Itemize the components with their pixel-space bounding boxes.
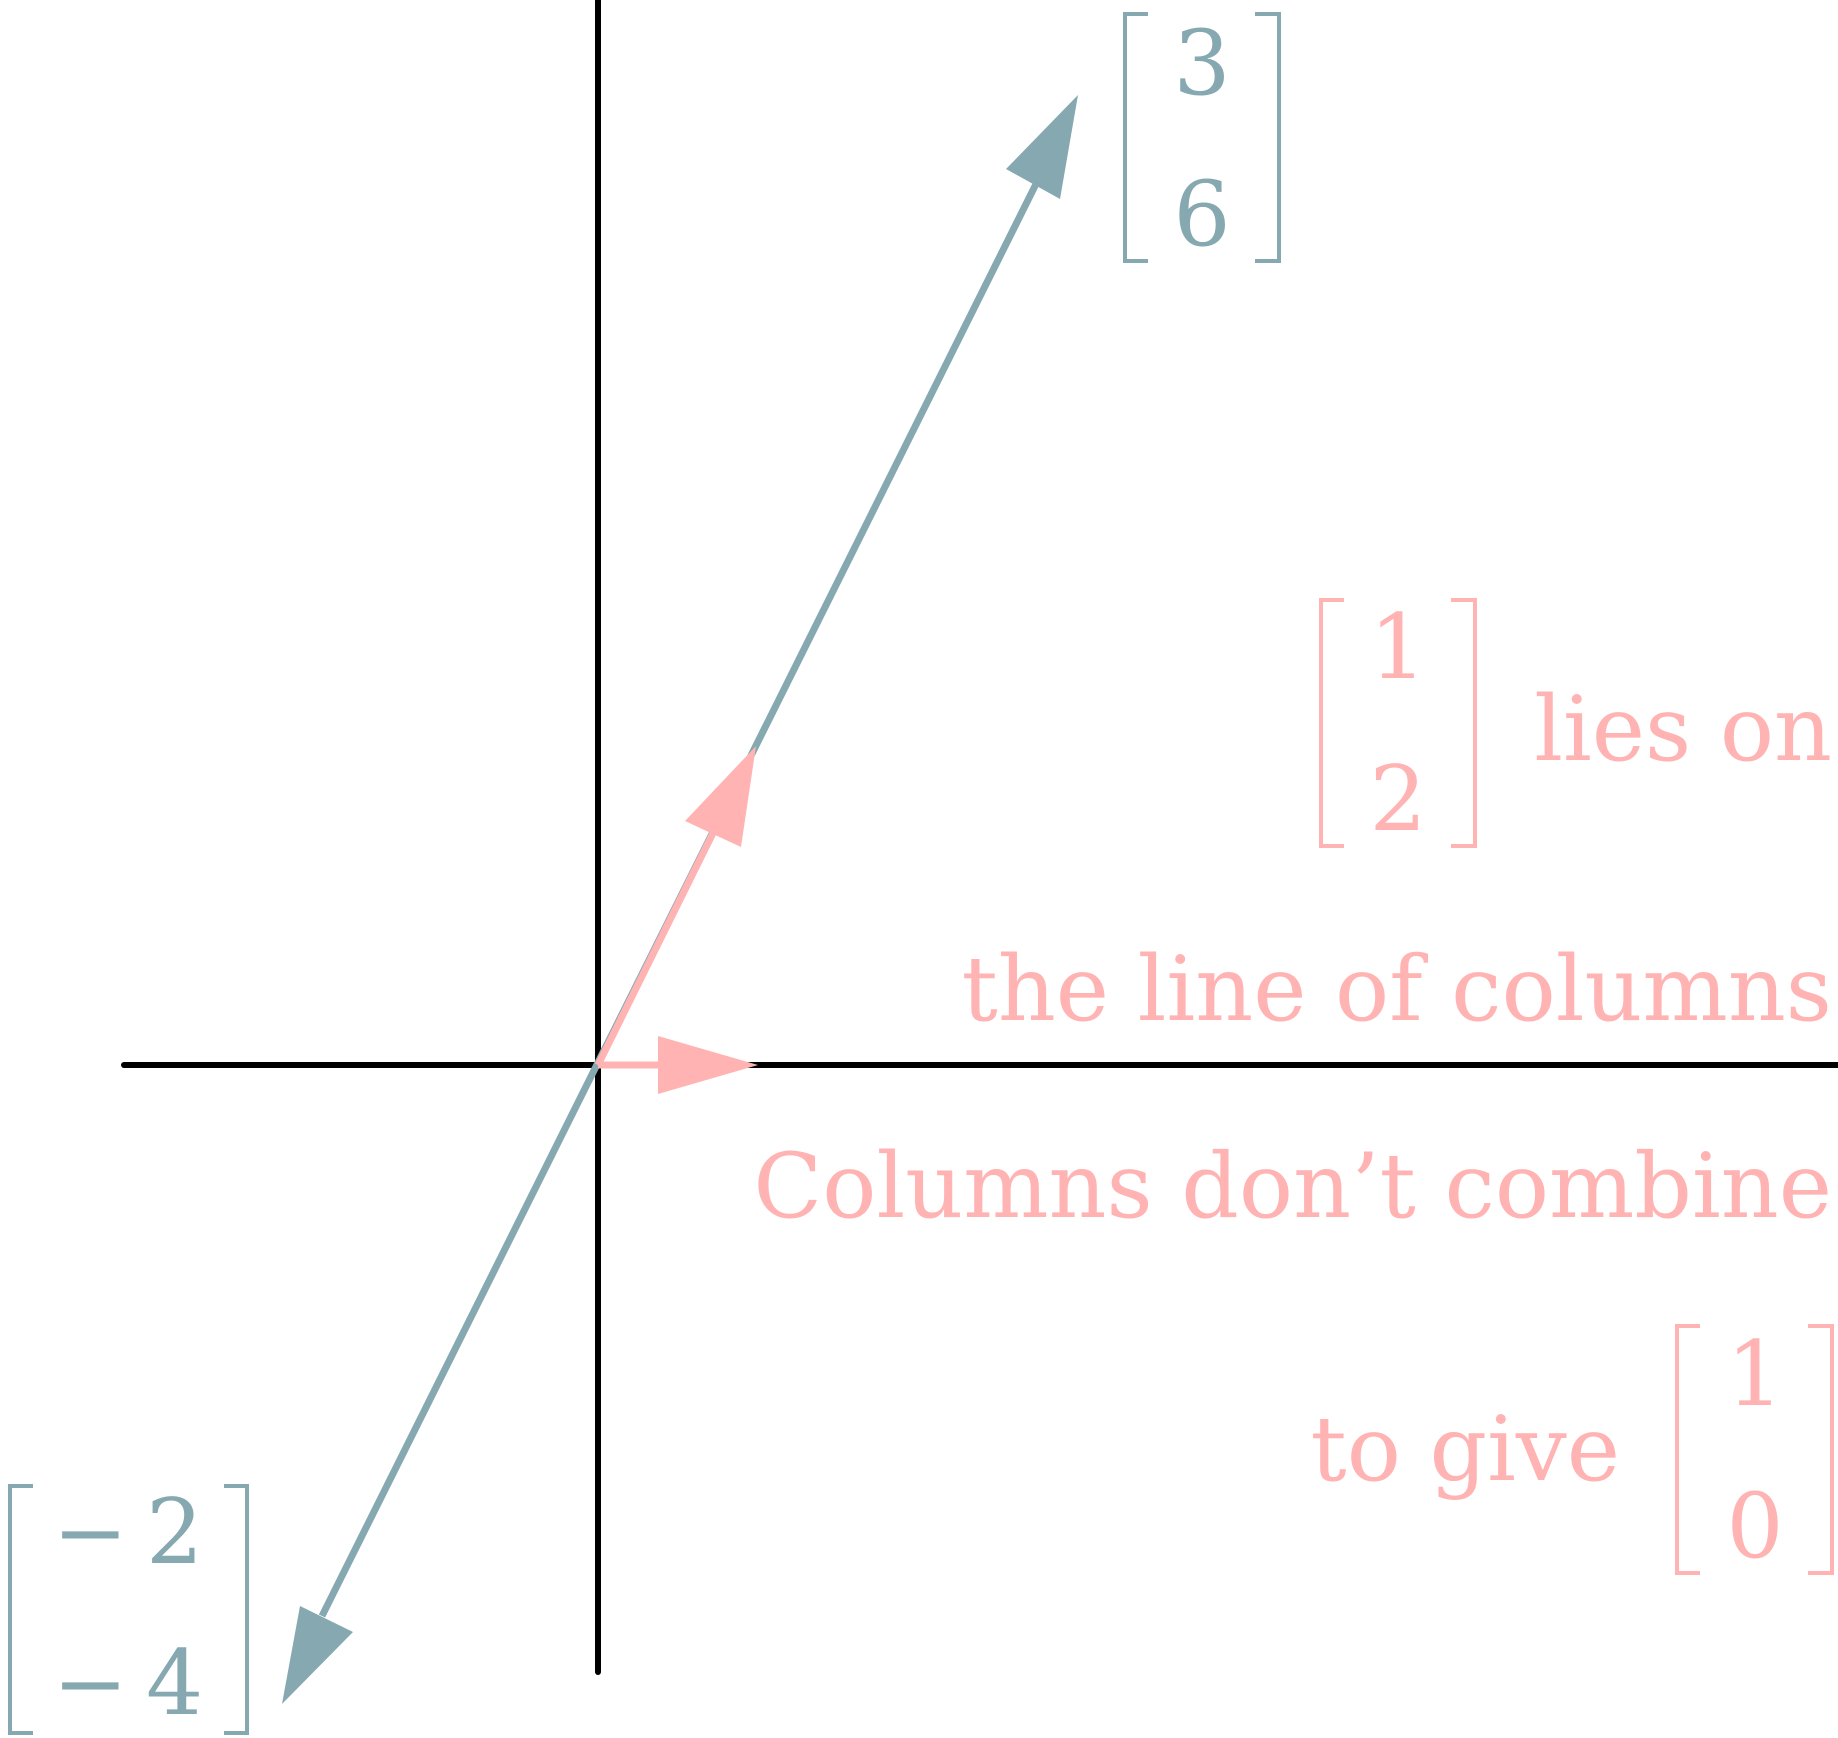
vector-lower: − 2 − 4 (8, 1480, 249, 1736)
left-bracket (1319, 598, 1344, 848)
vector-target-entry-1: 1 (1726, 1322, 1783, 1427)
right-bracket (1808, 1324, 1834, 1575)
vector-upper: 3 6 (1123, 11, 1281, 267)
vector-lower-entry-2: − 4 (53, 1631, 204, 1736)
pink-x-vector (598, 1036, 758, 1094)
left-bracket (1123, 12, 1148, 263)
vector-column: 1 2 (1319, 595, 1477, 852)
right-bracket (1451, 598, 1477, 848)
left-bracket (8, 1484, 33, 1735)
teal-arrowhead-up (1006, 95, 1078, 199)
vector-upper-entry-2: 6 (1173, 162, 1230, 267)
left-bracket (1675, 1324, 1700, 1575)
label-dont-combine: Columns don’t combine (753, 1134, 1832, 1239)
label-lies-on: lies on (1534, 677, 1832, 782)
vector-column-entry-1: 1 (1369, 595, 1426, 700)
right-bracket (224, 1484, 249, 1735)
label-to-give: to give (1311, 1397, 1620, 1502)
vector-column-entry-2: 2 (1369, 747, 1426, 852)
pink-column-vector (594, 746, 756, 1067)
vector-target: 1 0 (1675, 1322, 1834, 1579)
vector-upper-entry-1: 3 (1173, 11, 1230, 116)
pink-arrowhead-right (658, 1036, 758, 1094)
vector-target-entry-2: 0 (1726, 1474, 1783, 1579)
right-bracket (1255, 12, 1281, 263)
teal-arrowhead-down (282, 1606, 353, 1704)
vector-lower-entry-1: − 2 (53, 1480, 204, 1585)
pink-arrowhead-up (685, 746, 756, 847)
label-line-of-columns: the line of columns (962, 937, 1832, 1042)
